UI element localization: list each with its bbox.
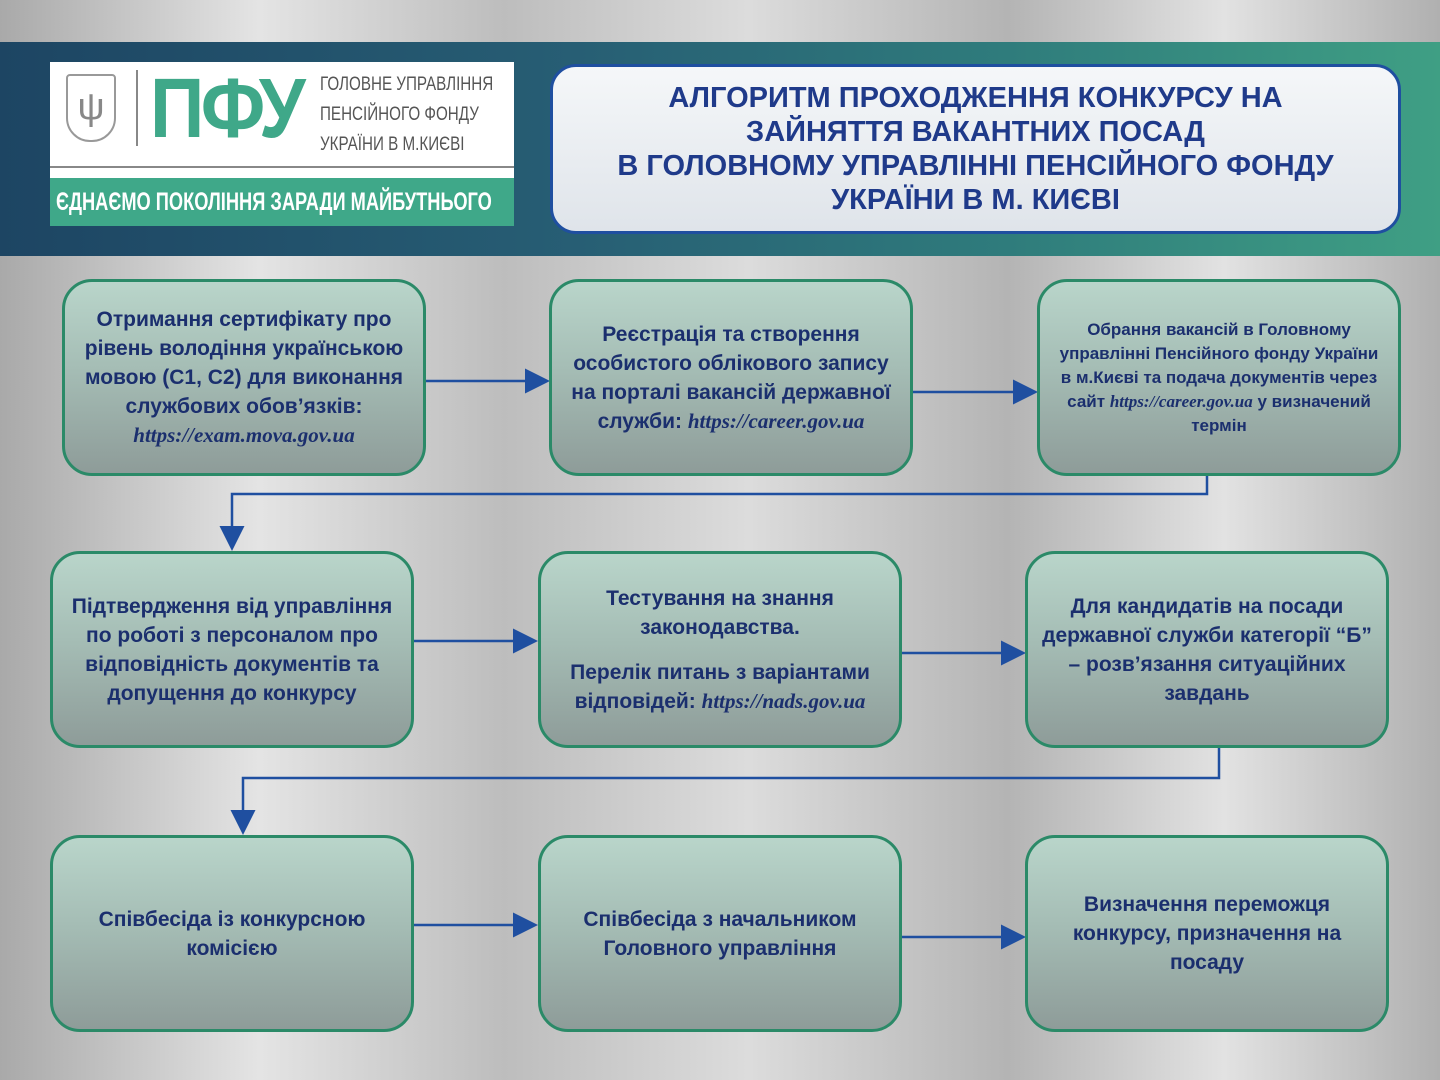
trident-crest-icon: ψ: [66, 74, 116, 142]
org-line: ГОЛОВНЕ УПРАВЛІННЯ: [320, 74, 494, 95]
slogan-text: ЄДНАЄМО ПОКОЛІННЯ ЗАРАДИ МАЙБУТНЬОГО: [56, 188, 492, 216]
step-text: Тестування на знання законодавства.: [606, 586, 834, 639]
step-2-registration: Реєстрація та створення особистого облік…: [549, 279, 913, 476]
divider: [136, 70, 138, 146]
pfu-logo: ψ ПФУ ГОЛОВНЕ УПРАВЛІННЯ ПЕНСІЙНОГО ФОНД…: [50, 61, 514, 226]
page-title: АЛГОРИТМ ПРОХОДЖЕННЯ КОНКУРСУ НА ЗАЙНЯТТ…: [550, 64, 1401, 234]
step-8-head-interview: Співбесіда з начальником Головного управ…: [538, 835, 902, 1032]
step-text: Обрання вакансій в Головному управлінні …: [1059, 319, 1379, 411]
step-text: Для кандидатів на посади державної служб…: [1042, 594, 1372, 705]
title-line: В ГОЛОВНОМУ УПРАВЛІННІ ПЕНСІЙНОГО ФОНДУ: [617, 150, 1334, 182]
step-link[interactable]: https://nads.gov.ua: [701, 688, 866, 713]
arrow-3-4: [219, 476, 1209, 551]
step-5-testing: Тестування на знання законодавства. Перел…: [538, 551, 902, 748]
title-line: АЛГОРИТМ ПРОХОДЖЕННЯ КОНКУРСУ НА: [668, 82, 1283, 114]
step-text: Отримання сертифікату про рівень володін…: [84, 308, 404, 418]
logo-slogan: ЄДНАЄМО ПОКОЛІННЯ ЗАРАДИ МАЙБУТНЬОГО: [50, 178, 514, 226]
logo-org-name: ГОЛОВНЕ УПРАВЛІННЯ ПЕНСІЙНОГО ФОНДУ УКРА…: [320, 70, 493, 160]
arrow-6-7: [230, 747, 1221, 835]
step-1-certificate: Отримання сертифікату про рівень володін…: [62, 279, 426, 476]
step-6-situational-tasks: Для кандидатів на посади державної служб…: [1025, 551, 1389, 748]
title-line: ЗАЙНЯТТЯ ВАКАНТНИХ ПОСАД: [746, 116, 1205, 148]
step-7-commission-interview: Співбесіда із конкурсною комісією: [50, 835, 414, 1032]
logo-abbr: ПФУ: [150, 61, 306, 155]
step-text: Реєстрація та створення особистого облік…: [571, 322, 891, 433]
org-line: УКРАЇНИ В М.КИЄВІ: [320, 134, 465, 155]
step-text: Визначення переможця конкурсу, призначен…: [1072, 893, 1342, 974]
step-text: Підтвердження від управління по роботі з…: [71, 594, 393, 705]
step-9-winner: Визначення переможця конкурсу, призначен…: [1025, 835, 1389, 1032]
step-text: у визначений термін: [1191, 391, 1371, 435]
step-4-confirmation: Підтвердження від управління по роботі з…: [50, 551, 414, 748]
step-text: Співбесіда із конкурсною комісією: [98, 907, 366, 960]
org-line: ПЕНСІЙНОГО ФОНДУ: [320, 104, 479, 125]
step-link[interactable]: https://career.gov.ua: [1109, 391, 1253, 411]
divider: [50, 166, 514, 168]
title-line: УКРАЇНИ В М. КИЄВІ: [831, 184, 1120, 216]
step-link[interactable]: https://career.gov.ua: [687, 408, 865, 433]
step-text: Перелік питань з варіантами відповідей:: [570, 660, 870, 713]
step-link[interactable]: https://exam.mova.gov.ua: [133, 423, 355, 447]
step-3-vacancy-selection: Обрання вакансій в Головному управлінні …: [1037, 279, 1401, 476]
step-text: Співбесіда з начальником Головного управ…: [583, 907, 857, 960]
